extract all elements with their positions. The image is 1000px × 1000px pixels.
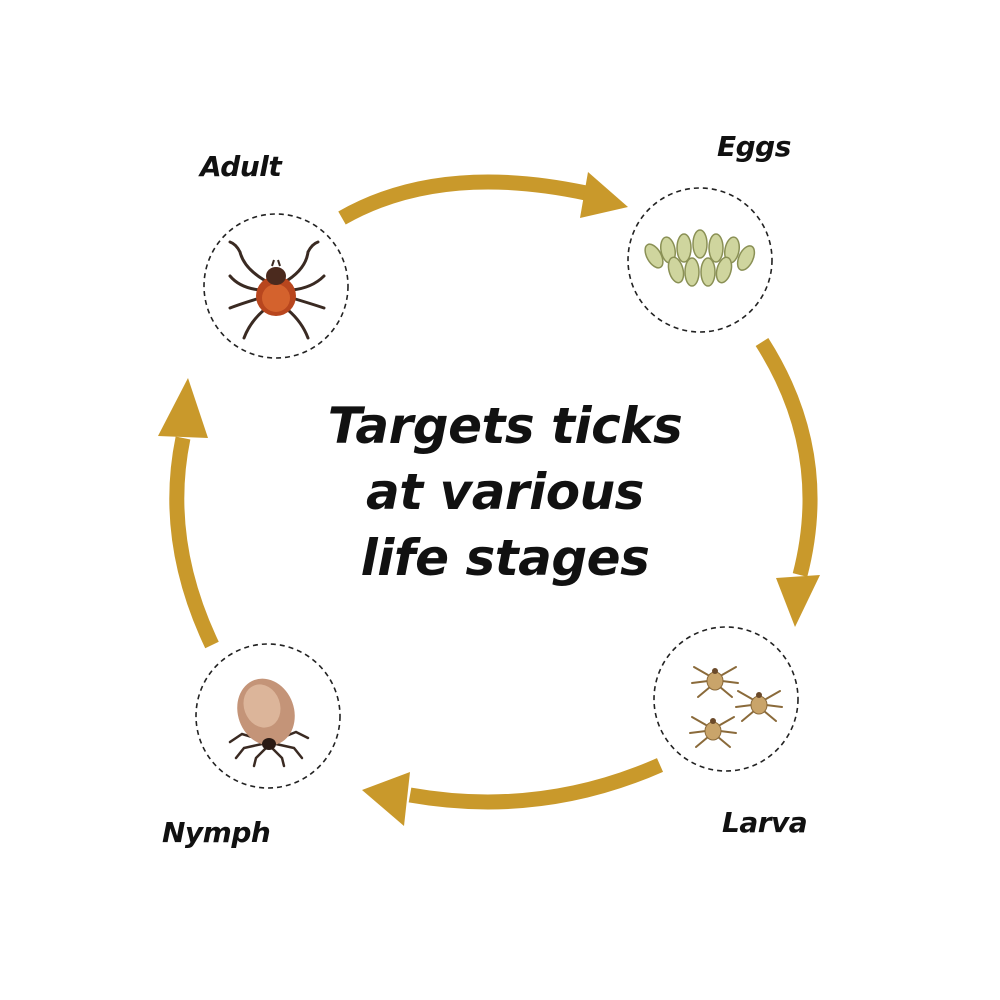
nymph-tick-icon [228, 678, 310, 768]
headline-line-3: life stages [360, 529, 650, 587]
nymph-label: Nymph [162, 816, 271, 849]
adult-circle [203, 213, 349, 359]
arrowhead-eggs [580, 172, 628, 218]
headline-line-1: Targets ticks [327, 397, 683, 455]
larva-label: Larva [722, 806, 808, 839]
nymph-circle [195, 643, 341, 789]
adult-label: Adult [200, 150, 282, 183]
headline: Targets ticks at various life stages [250, 393, 760, 591]
larva-circle [653, 626, 799, 772]
arrowhead-nymph [362, 772, 410, 826]
arrow-adult-to-eggs [338, 174, 588, 225]
arrow-larva-to-nymph [408, 758, 664, 810]
eggs-circle [627, 187, 773, 333]
eggs-label: Eggs [717, 130, 791, 163]
arrow-nymph-to-adult [169, 436, 219, 649]
arrowhead-adult [158, 378, 208, 438]
arrowhead-larva [776, 575, 820, 627]
eggs-icon [644, 229, 756, 287]
adult-tick-icon [228, 240, 326, 340]
arrow-eggs-to-larva [755, 337, 818, 577]
larva-ticks-icon [689, 666, 783, 748]
headline-line-2: at various [366, 463, 644, 521]
